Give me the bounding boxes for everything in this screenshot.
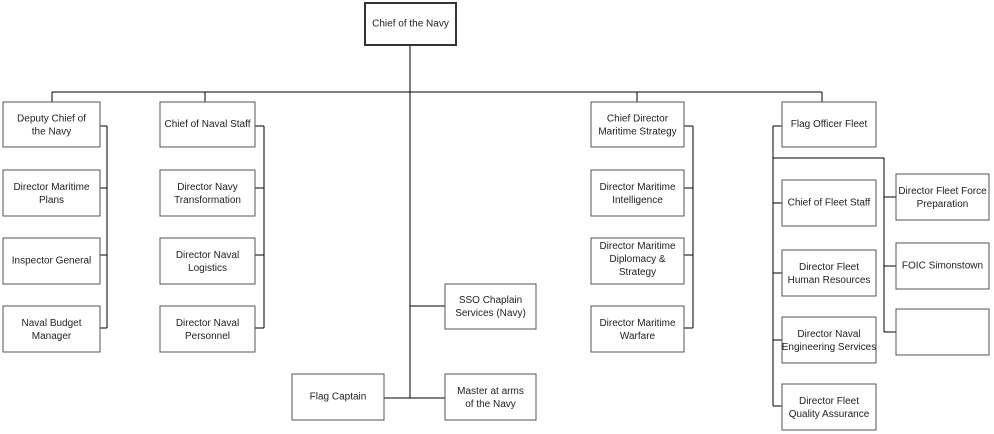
- node-label: Chief of Naval Staff: [165, 119, 251, 130]
- node-chief-of-the-navy: Chief of the Navy: [364, 2, 457, 46]
- node-flag-officer-fleet: Flag Officer Fleet: [781, 101, 877, 148]
- node-chief-of-naval-staff: Chief of Naval Staff: [159, 101, 256, 148]
- node-chief-of-fleet-staff: Chief of Fleet Staff: [781, 179, 877, 227]
- node-label: Flag Officer Fleet: [791, 119, 868, 130]
- node-label: FOIC Simonstown: [902, 261, 983, 272]
- connector-lines: [51, 45, 896, 407]
- node-label: Inspector General: [12, 256, 92, 267]
- node-flag-captain: Flag Captain: [291, 373, 385, 421]
- node-label: Flag Captain: [310, 392, 367, 403]
- node-inspector-general: Inspector General: [2, 237, 101, 285]
- node-label: Chief of the Navy: [372, 19, 449, 30]
- node-label: Chief of Fleet Staff: [788, 198, 871, 209]
- node-foic-simonstown: FOIC Simonstown: [895, 242, 990, 290]
- node-director-fleet-logistics: [895, 308, 990, 356]
